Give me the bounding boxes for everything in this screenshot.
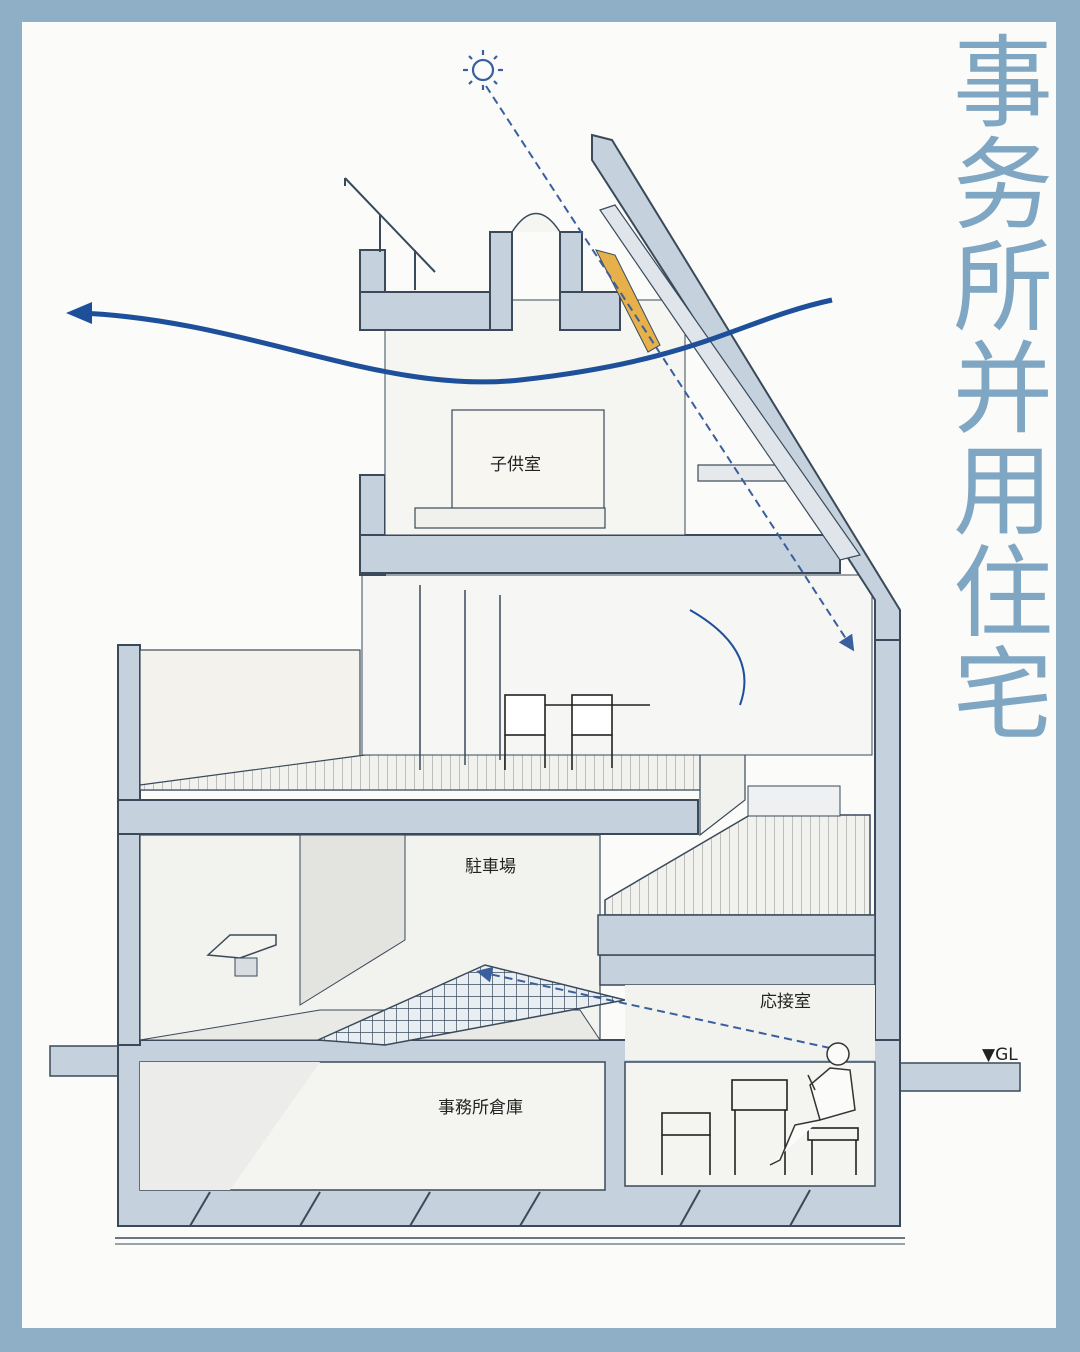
- sunlight-path: [485, 85, 855, 652]
- ground-level-marker: ▼GL: [982, 1045, 1018, 1065]
- title-char-2: 务: [953, 127, 1053, 244]
- title-char-4: 并: [953, 331, 1053, 448]
- title-char-1: 事: [953, 25, 1053, 142]
- label-reception: 応接室: [760, 992, 811, 1012]
- reception-furniture: [661, 1079, 859, 1175]
- roof-structure: [344, 177, 621, 331]
- label-parking: 駐車場: [465, 857, 516, 877]
- title-char-3: 所: [953, 229, 1053, 346]
- lower-deck: [597, 785, 876, 956]
- title-char-6: 住: [953, 535, 1053, 652]
- person-figure: [769, 1042, 856, 1166]
- first-floor-structure: [117, 574, 873, 837]
- sloped-wall: [591, 133, 901, 641]
- vertical-title: 事 务 所 并 用 住 宅: [948, 34, 1058, 748]
- sun-icon: [463, 50, 503, 90]
- ground-floor-structure: [117, 639, 901, 1060]
- airflow-arrow: [66, 297, 833, 385]
- basement-structure: [117, 1039, 901, 1227]
- dining-set: [504, 694, 650, 770]
- label-office-storage: 事務所倉庫: [438, 1098, 523, 1118]
- title-char-5: 用: [953, 433, 1053, 550]
- wash-basin: [206, 934, 277, 977]
- title-char-7: 宅: [953, 637, 1053, 754]
- label-kids-room: 子供室: [490, 455, 541, 475]
- ground-line: [49, 1045, 1021, 1245]
- view-path: [476, 966, 831, 1049]
